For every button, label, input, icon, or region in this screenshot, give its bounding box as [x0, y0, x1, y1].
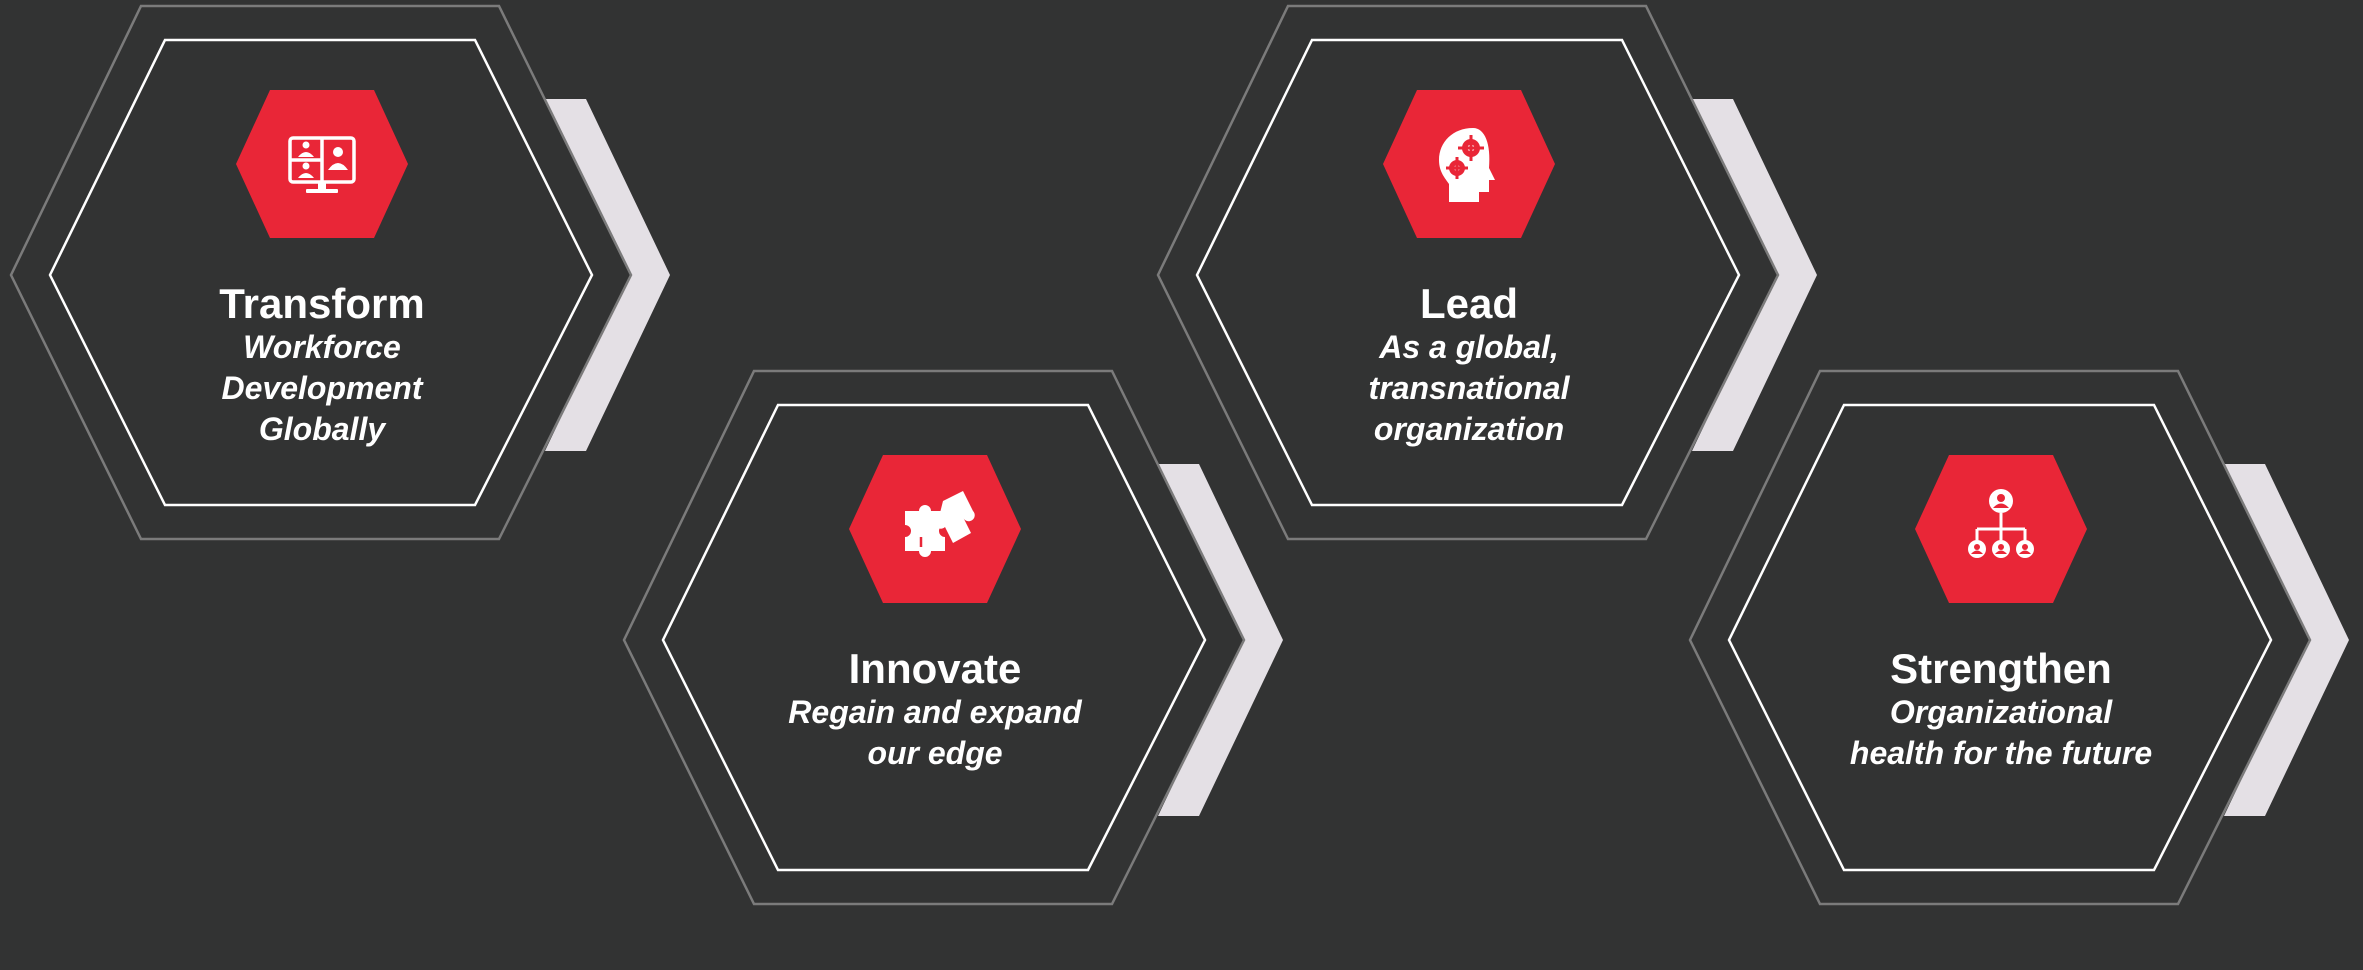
card-subtitle-line: Workforce	[243, 329, 401, 365]
outer-hexagon	[1156, 4, 1780, 541]
card-subtitle-line: our edge	[867, 735, 1003, 771]
outer-hexagon	[1688, 369, 2312, 906]
org-chart-icon	[1915, 455, 2087, 603]
card-innovate: Innovate Regain and expand our edge	[622, 369, 1303, 970]
card-frame	[1688, 369, 2349, 906]
inner-hexagon	[661, 403, 1207, 872]
card-frame	[622, 369, 1283, 906]
chevron-arrow	[545, 99, 670, 451]
card-badge	[1381, 88, 1557, 240]
inner-hexagon	[1195, 38, 1741, 507]
card-subtitle-line: Globally	[258, 411, 386, 447]
card-subtitle-line: Regain and expand	[788, 694, 1082, 730]
head-gears-icon	[1383, 90, 1555, 238]
outer-hexagon	[9, 4, 633, 541]
inner-hexagon	[48, 38, 594, 507]
video-conference-icon	[236, 90, 408, 238]
card-subtitle-line: organization	[1373, 411, 1565, 447]
card-subtitle-line: As a global,	[1379, 329, 1559, 365]
card-subtitle-line: Development	[221, 370, 423, 406]
chevron-arrow	[1692, 99, 1817, 451]
diagram-stage: Transform Workforce Development Globally…	[9, 4, 2349, 906]
card-badge	[847, 453, 1023, 605]
card-subtitle-line: Organizational	[1889, 694, 2113, 730]
card-lead: Lead As a global, transnational organiza…	[1156, 4, 1837, 605]
card-text: Lead As a global, transnational organiza…	[1269, 281, 1669, 450]
card-badge	[1913, 453, 2089, 605]
card-title: Lead	[1419, 280, 1519, 327]
card-subtitle-line: health for the future	[1849, 735, 2153, 771]
card-title: Transform	[219, 280, 425, 327]
inner-hexagon	[1727, 403, 2273, 872]
card-text: Strengthen Organizational health for the…	[1801, 646, 2201, 774]
card-text: Innovate Regain and expand our edge	[735, 646, 1135, 774]
card-badge	[234, 88, 410, 240]
puzzle-icon	[849, 455, 1021, 603]
card-title: Innovate	[848, 645, 1022, 692]
card-title: Strengthen	[1890, 645, 2112, 692]
outer-hexagon	[622, 369, 1246, 906]
chevron-arrow	[1158, 464, 1283, 816]
card-transform: Transform Workforce Development Globally	[9, 4, 690, 605]
card-strengthen: Strengthen Organizational health for the…	[1688, 369, 2363, 970]
card-frame	[9, 4, 670, 541]
card-frame	[1156, 4, 1817, 541]
card-subtitle-line: transnational	[1368, 370, 1570, 406]
card-text: Transform Workforce Development Globally	[122, 281, 522, 450]
chevron-arrow	[2224, 464, 2349, 816]
